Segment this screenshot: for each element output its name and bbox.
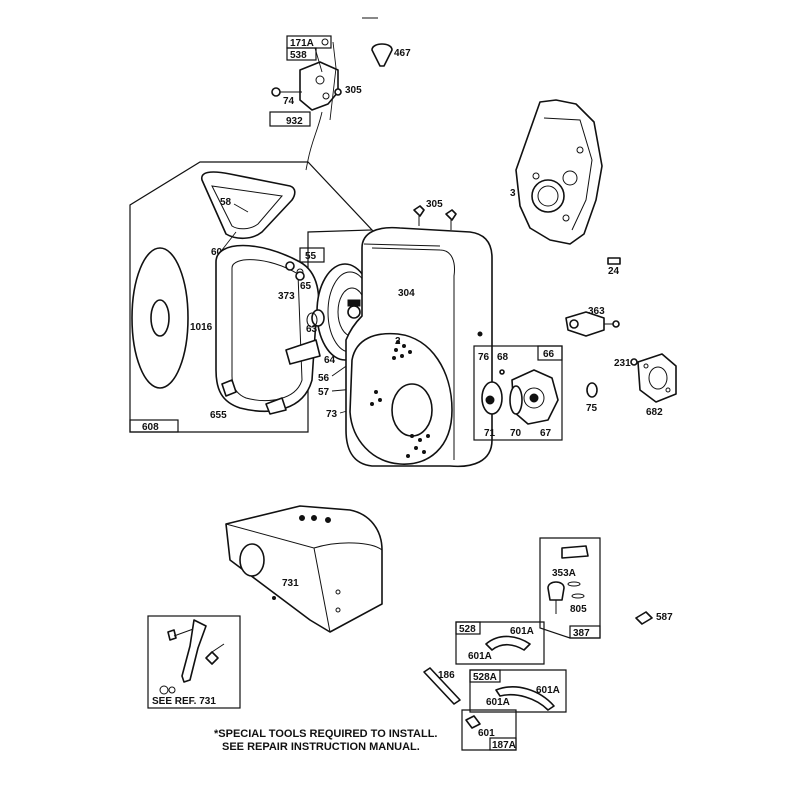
label-528A: 528A xyxy=(473,672,497,683)
washer-75 xyxy=(586,382,598,398)
label-601A-c: 601A xyxy=(536,685,560,696)
label-387: 387 xyxy=(573,628,590,639)
label-63: 63 xyxy=(306,324,318,335)
label-601A-d: 601A xyxy=(486,697,510,708)
label-187A: 187A xyxy=(492,740,516,751)
clamp-353A xyxy=(561,545,589,559)
label-171A: 171A xyxy=(290,38,314,49)
fuel-group-387: 387 353A 805 xyxy=(539,537,601,639)
label-66: 66 xyxy=(543,349,555,360)
gear-group-66: 66 76 68 71 70 67 75 xyxy=(473,345,598,441)
label-76: 76 xyxy=(478,352,490,363)
spacer-682: 231 682 xyxy=(614,353,677,418)
label-71: 71 xyxy=(484,428,496,439)
label-231: 231 xyxy=(614,358,631,369)
clip-587: 587 xyxy=(635,611,673,625)
label-73: 73 xyxy=(326,409,338,420)
label-805: 805 xyxy=(570,604,587,615)
label-67: 67 xyxy=(540,428,552,439)
label-353A: 353A xyxy=(552,568,576,579)
label-1016: 1016 xyxy=(190,322,213,333)
spacer-plate xyxy=(637,353,677,403)
label-57: 57 xyxy=(318,387,330,398)
label-24: 24 xyxy=(608,266,620,277)
label-655: 655 xyxy=(210,410,227,421)
starter-handle xyxy=(201,171,296,240)
label-601A-a: 601A xyxy=(510,626,534,637)
filter-805 xyxy=(547,581,565,601)
label-60: 60 xyxy=(211,247,223,258)
special-note-line2: SEE REPAIR INSTRUCTION MANUAL. xyxy=(222,741,420,753)
label-55: 55 xyxy=(305,251,317,262)
label-932: 932 xyxy=(286,116,303,127)
mounting-bracket xyxy=(181,619,207,683)
special-tools-note: *SPECIAL TOOLS REQUIRED TO INSTALL. SEE … xyxy=(214,728,438,753)
label-305-top: 305 xyxy=(345,85,362,96)
label-587: 587 xyxy=(656,612,673,623)
blower-housing-group: 608 58 60 1016 55 373 65 655 xyxy=(129,161,374,433)
label-608: 608 xyxy=(142,422,159,433)
shroud-body xyxy=(225,505,383,633)
label-538: 538 xyxy=(290,50,307,61)
label-75: 75 xyxy=(586,403,598,414)
special-note-line1: *SPECIAL TOOLS REQUIRED TO INSTALL. xyxy=(214,728,438,740)
label-363: 363 xyxy=(588,306,605,317)
pin-24 xyxy=(607,257,621,265)
label-682: 682 xyxy=(646,407,663,418)
label-56: 56 xyxy=(318,373,330,384)
see-ref-box: SEE REF. 731 xyxy=(147,615,241,709)
vent-holes xyxy=(370,340,430,458)
blower-housing-304: 2 304 305 xyxy=(345,199,493,468)
label-186: 186 xyxy=(438,670,455,681)
label-305-housing: 305 xyxy=(426,199,443,210)
hose-group-528A: 528A 601A 601A xyxy=(469,669,567,713)
engine-cover xyxy=(515,99,603,245)
fuel-line-186: 186 xyxy=(423,667,461,705)
hose-group-187A: 187A 601 xyxy=(461,709,517,751)
hose-group-528: 528 601A 601A xyxy=(455,621,545,665)
label-58: 58 xyxy=(220,197,232,208)
label-731: 731 xyxy=(282,578,299,589)
label-373: 373 xyxy=(278,291,295,302)
label-601: 601 xyxy=(478,728,495,739)
label-3: 3 xyxy=(510,188,516,199)
see-ref-note: SEE REF. 731 xyxy=(152,696,216,707)
throttle-bracket-group: 171A 538 74 305 932 467 xyxy=(269,17,411,171)
engine-cover-3: 3 24 xyxy=(510,99,621,277)
shroud-731: 731 xyxy=(225,505,383,633)
label-467: 467 xyxy=(394,48,411,59)
label-528: 528 xyxy=(459,624,476,635)
label-70: 70 xyxy=(510,428,522,439)
label-601A-b: 601A xyxy=(468,651,492,662)
label-64: 64 xyxy=(324,355,336,366)
label-65: 65 xyxy=(300,281,312,292)
label-304: 304 xyxy=(398,288,415,299)
label-74: 74 xyxy=(283,96,295,107)
part-363: 363 xyxy=(565,306,620,337)
screw-icon xyxy=(321,38,329,46)
label-2: 2 xyxy=(395,336,401,347)
label-68: 68 xyxy=(497,352,509,363)
knob-467 xyxy=(371,43,393,67)
